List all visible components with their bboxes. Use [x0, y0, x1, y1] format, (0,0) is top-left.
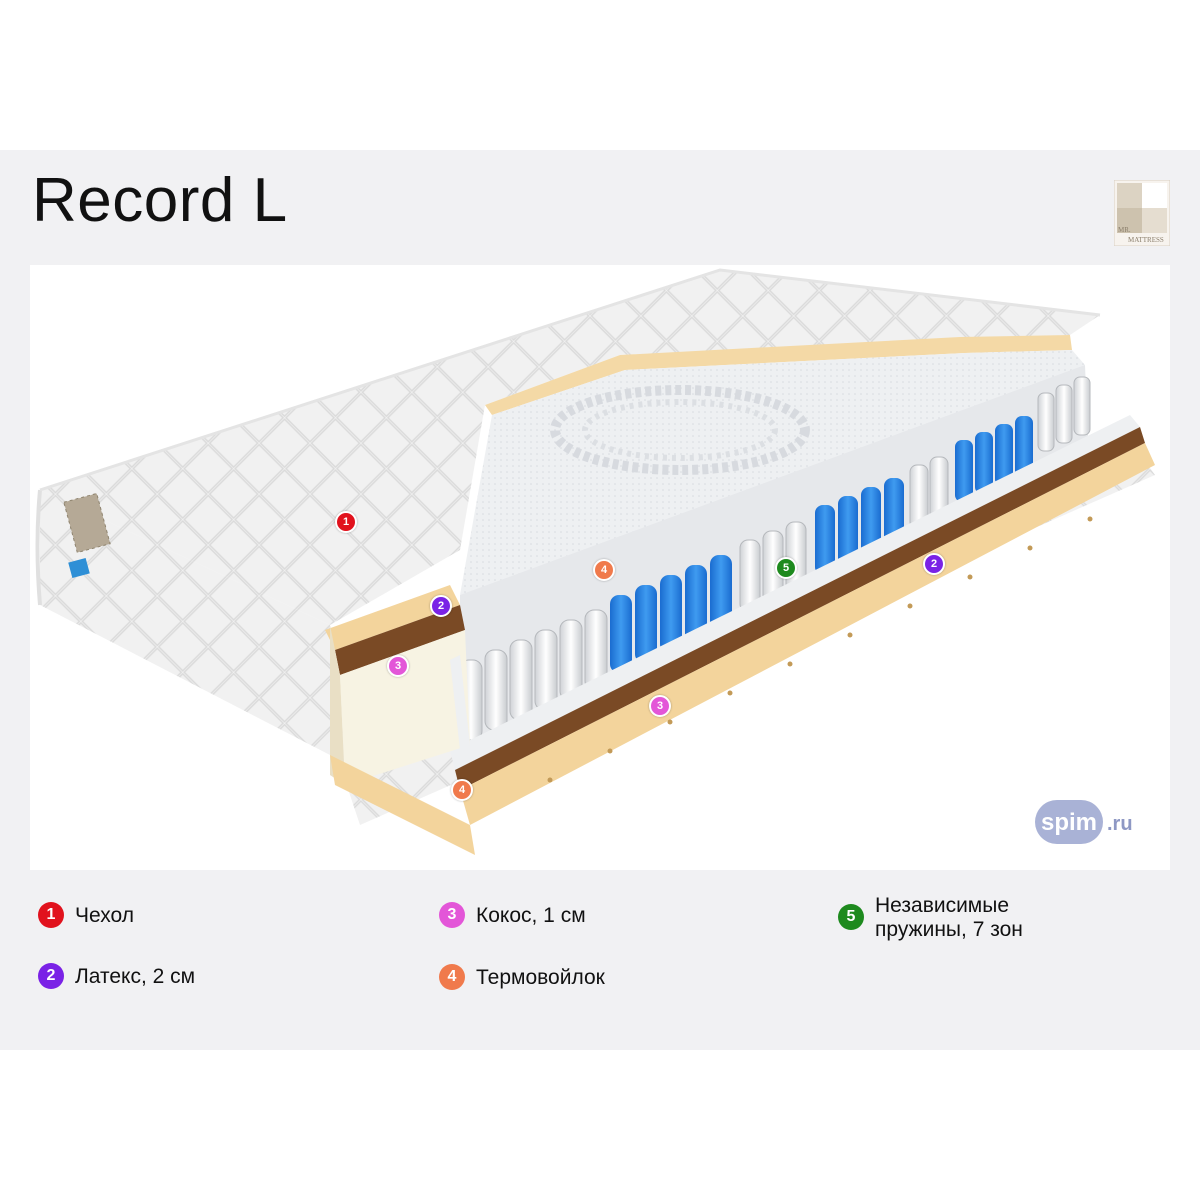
legend-number-5: 5	[838, 904, 864, 930]
svg-text:MR.: MR.	[1118, 226, 1131, 234]
mattress-drawing	[35, 268, 1155, 855]
legend-label-coconut: Кокос, 1 см	[476, 904, 586, 927]
marker-3-coconut-front: 3	[649, 695, 671, 717]
legend-item-4: 4 Термовойлок	[439, 964, 605, 990]
product-title: Record L	[32, 166, 288, 235]
mr-mattress-logo: MR. MATTRESS	[1113, 179, 1171, 247]
spim-text: spim	[1041, 809, 1098, 836]
legend-item-5: 5 Независимые пружины, 7 зон	[838, 892, 1068, 942]
white-springs-end	[1037, 376, 1091, 452]
marker-3-coconut-left: 3	[387, 655, 409, 677]
legend-item-2: 2 Латекс, 2 см	[38, 963, 195, 989]
marker-5-springs: 5	[775, 557, 797, 579]
legend-number-2: 2	[38, 963, 64, 989]
blue-springs-zone-3	[955, 416, 1033, 502]
mattress-cutaway-illustration: 1 2 2 3 3 4 4 5	[30, 265, 1170, 870]
white-springs-right	[909, 456, 949, 530]
legend-number-1: 1	[38, 902, 64, 928]
marker-4-felt-top: 4	[593, 559, 615, 581]
marker-2-latex-right: 2	[923, 553, 945, 575]
marker-4-felt-bottom: 4	[451, 779, 473, 801]
legend-item-3: 3 Кокос, 1 см	[439, 902, 586, 928]
legend-label-latex: Латекс, 2 см	[75, 965, 196, 988]
marker-2-latex-left: 2	[430, 595, 452, 617]
spim-bubble	[1035, 800, 1103, 844]
legend-item-1: 1 Чехол	[38, 902, 134, 928]
spim-suffix: .ru	[1107, 813, 1133, 835]
legend-label-cover: Чехол	[75, 904, 134, 927]
marker-1-cover: 1	[335, 511, 357, 533]
legend-number-4: 4	[439, 964, 465, 990]
legend-label-springs: Независимые пружины, 7 зон	[875, 894, 1023, 941]
blue-springs-zone-1	[610, 555, 732, 673]
svg-text:MATTRESS: MATTRESS	[1128, 236, 1164, 244]
legend-number-3: 3	[439, 902, 465, 928]
legend-label-felt: Термовойлок	[476, 966, 605, 989]
